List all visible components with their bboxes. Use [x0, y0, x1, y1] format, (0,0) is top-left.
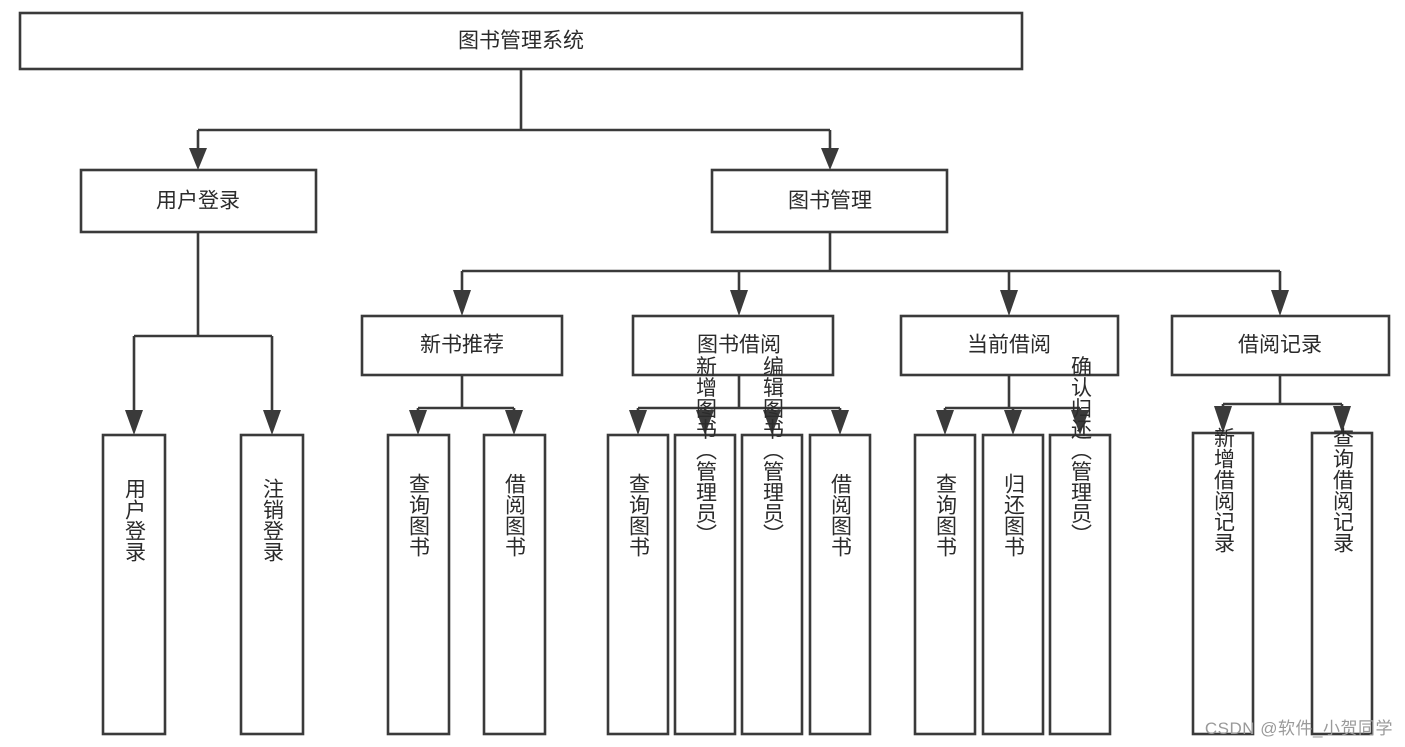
node-borrow-record[interactable]: 借阅记录 [1170, 314, 1391, 377]
leaf-bb-add-book[interactable]: 新增图书（管理员） [673, 356, 737, 736]
node-book-management[interactable]: 图书管理 [710, 168, 949, 234]
arrow-head-book-mgmt [821, 148, 839, 170]
node-book-management-label: 图书管理 [788, 190, 872, 213]
arrow-head-br-leaf-1 [1214, 406, 1232, 433]
arrow-head-nb-leaf-1 [409, 410, 427, 435]
leaf-logout-label: 注销登录 [261, 478, 285, 562]
node-root-system[interactable]: 图书管理系统 [18, 11, 1024, 71]
node-root-system-label: 图书管理系统 [458, 30, 584, 53]
leaf-bb-add-book-label: 新增图书（管理员） [694, 356, 718, 545]
arrow-head-cb-leaf-2 [1004, 410, 1022, 435]
leaf-bb-query-book[interactable]: 查询图书 [606, 433, 670, 736]
arrow-head-new-book-recommend [453, 290, 471, 316]
leaf-bb-query-book-label: 查询图书 [627, 473, 651, 557]
node-new-book-recommend[interactable]: 新书推荐 [360, 314, 564, 377]
leaf-cb-query-book[interactable]: 查询图书 [913, 433, 977, 736]
node-new-book-recommend-label: 新书推荐 [420, 334, 504, 357]
leaf-cb-query-book-label: 查询图书 [934, 473, 958, 557]
arrow-head-leaf-user-login [125, 410, 143, 435]
arrow-head-leaf-logout [263, 410, 281, 435]
leaf-nb-query-book-label: 查询图书 [407, 473, 431, 557]
leaf-user-login[interactable]: 用户登录 [101, 433, 167, 736]
leaf-bb-borrow-book-label: 借阅图书 [829, 473, 853, 557]
node-user-login[interactable]: 用户登录 [79, 168, 318, 234]
leaf-br-query-record-label: 查询借阅记录 [1331, 427, 1355, 553]
arrow-head-cb-leaf-3 [1071, 410, 1089, 435]
node-user-login-label: 用户登录 [156, 190, 240, 213]
node-book-borrow[interactable]: 图书借阅 [631, 314, 835, 377]
leaf-nb-query-book[interactable]: 查询图书 [386, 433, 451, 736]
leaf-bb-borrow-book[interactable]: 借阅图书 [808, 433, 872, 736]
arrow-head-bb-leaf-3 [763, 410, 781, 435]
arrow-head-bb-leaf-1 [629, 410, 647, 435]
arrow-head-borrow-record [1271, 290, 1289, 316]
node-book-borrow-label: 图书借阅 [697, 334, 781, 357]
leaf-br-add-record[interactable]: 新增借阅记录 [1191, 427, 1255, 736]
leaf-bb-edit-book-label: 编辑图书（管理员） [761, 356, 785, 545]
leaf-br-query-record[interactable]: 查询借阅记录 [1310, 427, 1374, 736]
leaf-cb-confirm-return[interactable]: 确认归还（管理员） [1048, 356, 1112, 736]
leaf-cb-return-book-label: 归还图书 [1002, 473, 1026, 557]
leaf-user-login-label: 用户登录 [123, 478, 147, 562]
node-current-borrow[interactable]: 当前借阅 [899, 314, 1120, 377]
leaf-cb-confirm-return-label: 确认归还（管理员） [1069, 356, 1093, 545]
arrow-head-user-login [189, 148, 207, 170]
leaf-nb-borrow-book-label: 借阅图书 [503, 473, 527, 557]
arrow-head-cb-leaf-1 [936, 410, 954, 435]
connector-layer [125, 69, 1351, 435]
leaf-bb-edit-book[interactable]: 编辑图书（管理员） [740, 356, 804, 736]
leaf-br-add-record-label: 新增借阅记录 [1212, 427, 1236, 553]
arrow-head-current-borrow [1000, 290, 1018, 316]
node-current-borrow-label: 当前借阅 [967, 334, 1051, 357]
arrow-head-bb-leaf-4 [831, 410, 849, 435]
leaf-cb-return-book[interactable]: 归还图书 [981, 433, 1045, 736]
leaf-nb-borrow-book[interactable]: 借阅图书 [482, 433, 547, 736]
arrow-head-bb-leaf-2 [696, 410, 714, 435]
arrow-head-book-borrow [730, 290, 748, 316]
leaf-logout[interactable]: 注销登录 [239, 433, 305, 736]
node-borrow-record-label: 借阅记录 [1238, 334, 1322, 357]
arrow-head-nb-leaf-2 [505, 410, 523, 435]
arrow-head-br-leaf-2 [1333, 406, 1351, 433]
